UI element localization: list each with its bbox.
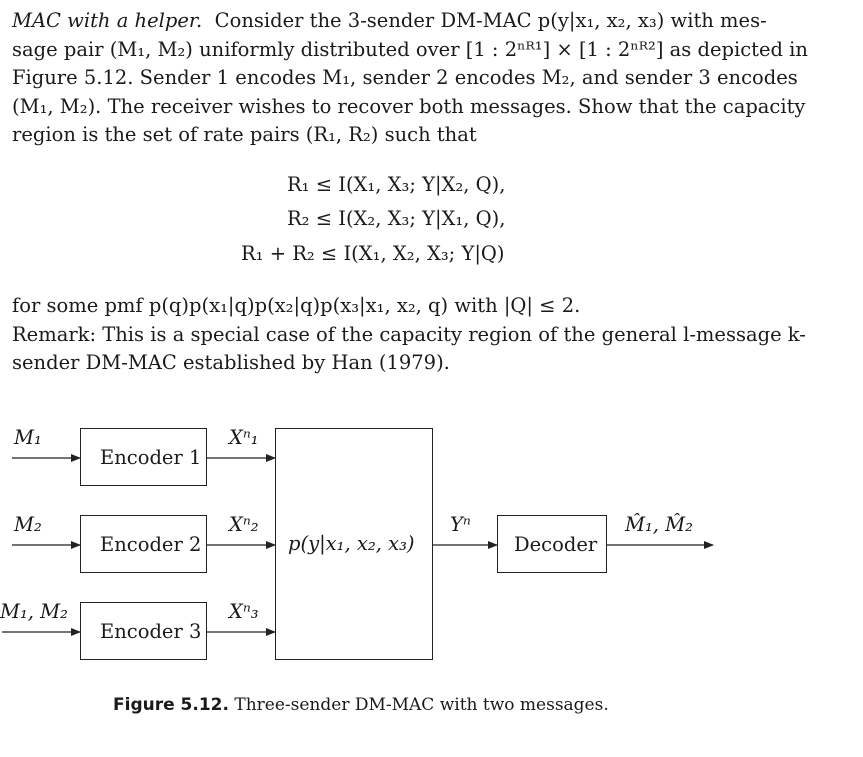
y-signal-label: Yⁿ — [450, 513, 471, 536]
channel-box: p(y|x₁, x₂, x₃) — [275, 428, 433, 660]
equation-1: R₁ ≤ I(X₁, X₃; Y|X₂, Q), — [287, 173, 506, 196]
x3-signal-label: Xⁿ₃ — [229, 600, 259, 623]
channel-label: p(y|x₁, x₂, x₃) — [288, 532, 415, 555]
estimate-label: M̂₁, M̂₂ — [625, 513, 693, 536]
encoder-3-label: Encoder 3 — [100, 620, 202, 643]
equation-2: R₂ ≤ I(X₂, X₃; Y|X₁, Q), — [287, 207, 506, 230]
problem-line-5: region is the set of rate pairs (R₁, R₂)… — [12, 123, 477, 146]
problem-line-3: Figure 5.12. Sender 1 encodes M₁, sender… — [12, 66, 798, 89]
x1-signal-label: Xⁿ₁ — [229, 426, 259, 449]
encoder-1-box: Encoder 1 — [80, 428, 207, 486]
encoder-2-box: Encoder 2 — [80, 515, 207, 573]
encoder-2-label: Encoder 2 — [100, 533, 202, 556]
encoder-1-label: Encoder 1 — [100, 446, 202, 469]
problem-line-4: (M₁, M₂). The receiver wishes to recover… — [12, 94, 806, 118]
remark-line-1: Remark: This is a special case of the ca… — [12, 322, 806, 346]
condition-text: for some pmf p(q)p(x₁|q)p(x₂|q)p(x₃|x₁, … — [12, 294, 581, 317]
problem-line-1-rest: Consider the 3-sender DM-MAC p(y|x₁, x₂,… — [214, 9, 767, 32]
decoder-label: Decoder — [514, 533, 598, 556]
equation-3: R₁ + R₂ ≤ I(X₁, X₂, X₃; Y|Q) — [241, 242, 505, 265]
problem-line-2: sage pair (M₁, M₂) uniformly distributed… — [12, 37, 808, 61]
remark-line-2: sender DM-MAC established by Han (1979). — [12, 351, 450, 374]
input-m1m2-label: M₁, M₂ — [0, 600, 68, 623]
decoder-box: Decoder — [497, 515, 607, 573]
problem-title: MAC with a helper. — [12, 9, 203, 32]
problem-line-1: MAC with a helper. Consider the 3-sender… — [12, 7, 847, 36]
input-m1-label: M₁ — [14, 426, 42, 449]
caption-label: Figure 5.12. — [113, 695, 229, 715]
condition-remark: for some pmf p(q)p(x₁|q)p(x₂|q)p(x₃|x₁, … — [12, 292, 847, 378]
encoder-3-box: Encoder 3 — [80, 602, 207, 660]
input-m2-label: M₂ — [14, 513, 42, 536]
problem-text: MAC with a helper. Consider the 3-sender… — [12, 7, 847, 150]
x2-signal-label: Xⁿ₂ — [229, 513, 259, 536]
caption-text: Three-sender DM-MAC with two messages. — [234, 695, 609, 715]
figure-caption: Figure 5.12. Three-sender DM-MAC with tw… — [113, 695, 609, 715]
